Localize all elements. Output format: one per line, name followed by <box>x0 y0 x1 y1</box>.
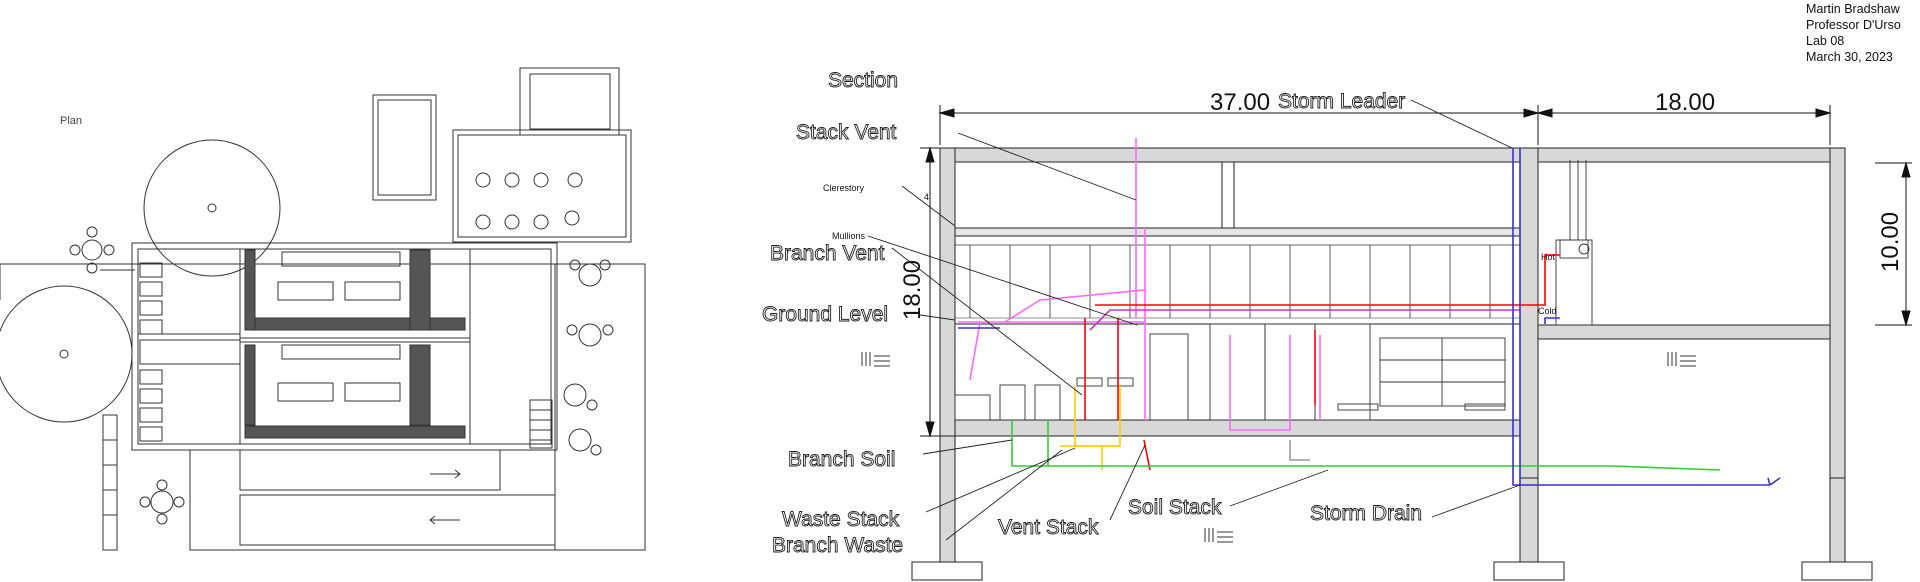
plan-lockers <box>277 251 401 402</box>
label-hot: Hot <box>1541 252 1556 262</box>
label-stack-vent: Stack Vent <box>796 121 897 144</box>
plan-terrace-tables <box>563 259 614 456</box>
plan-kiosk <box>372 94 437 201</box>
label-soil-stack: Soil Stack <box>1128 496 1222 519</box>
dimension-left-height: 18.00 <box>899 260 926 320</box>
drawing-date: March 30, 2023 <box>1806 50 1893 64</box>
label-branch-waste: Branch Waste <box>772 534 903 557</box>
section-view: Section 37.00 18.00 18.00 <box>762 69 1912 581</box>
dimension-right-height: 10.00 <box>1877 212 1904 272</box>
plan-stair <box>102 414 118 551</box>
plan-tables <box>475 172 583 230</box>
professor-name: Professor D'Urso <box>1806 18 1901 32</box>
label-waste-stack: Waste Stack <box>782 508 900 531</box>
label-vent-stack: Vent Stack <box>998 516 1099 539</box>
section-label: Section <box>828 69 898 92</box>
fixtures <box>954 160 1593 421</box>
mullions <box>955 244 1520 318</box>
label-storm-drain: Storm Drain <box>1310 502 1422 525</box>
earth-hatch-symbols <box>861 352 1696 543</box>
author-name: Martin Bradshaw <box>1806 2 1900 16</box>
plan-view: Plan <box>0 67 646 551</box>
storm-leader-pipe <box>1512 148 1770 486</box>
soil-pipe <box>1011 420 1612 467</box>
plan-stalls <box>139 262 241 442</box>
dimension-right-width: 18.00 <box>1655 89 1715 116</box>
leader-lines <box>867 99 1521 541</box>
label-storm-leader: Storm Leader <box>1278 90 1405 113</box>
label-clerestory-height: 4' <box>924 192 931 202</box>
label-clerestory: Clerestory <box>823 183 865 193</box>
round-pavilion-lower <box>0 285 133 423</box>
label-cold: Cold <box>1538 306 1557 316</box>
plan-label: Plan <box>60 115 82 127</box>
lab-number: Lab 08 <box>1806 34 1845 48</box>
label-mullions: Mullions <box>832 231 866 241</box>
plan-upper-room <box>519 67 620 136</box>
title-block: Martin Bradshaw Professor D'Urso Lab 08 … <box>1806 1 1918 65</box>
round-pavilion-upper <box>143 139 281 277</box>
plan-terrace <box>554 263 646 551</box>
label-branch-vent: Branch Vent <box>770 242 885 265</box>
dimension-main-width: 37.00 <box>1210 89 1270 116</box>
plumbing-pipes <box>958 138 1781 486</box>
label-branch-soil: Branch Soil <box>788 448 895 471</box>
label-ground-level: Ground Level <box>762 303 888 326</box>
plan-dining-room <box>452 129 632 243</box>
